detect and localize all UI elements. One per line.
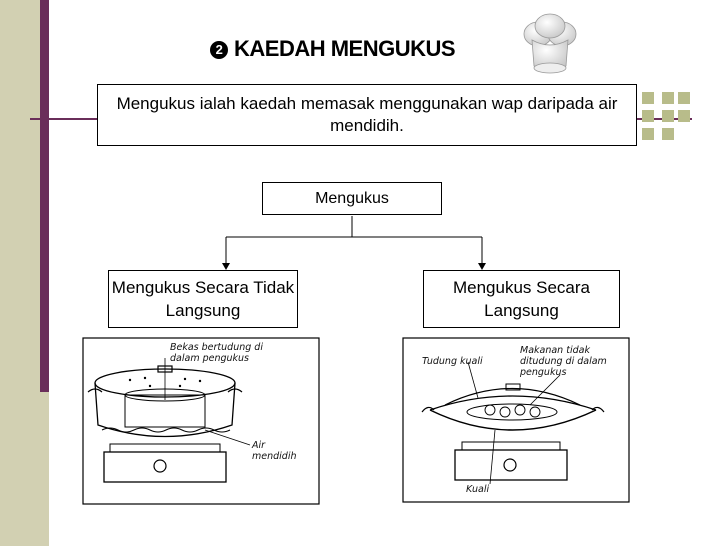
arrow-right (478, 263, 486, 270)
slide-title: 2 KAEDAH MENGUKUS (210, 36, 510, 66)
label-uncovered-food: Makanan tidak ditudung di dalam pengukus (520, 345, 607, 378)
deco-square (678, 110, 690, 122)
deco-square (642, 110, 654, 122)
arrow-left (222, 263, 230, 270)
deco-square (642, 92, 654, 104)
label-boiling-water: Air mendidih (252, 440, 297, 462)
deco-square (642, 128, 654, 140)
definition-box: Mengukus ialah kaedah memasak menggunaka… (97, 84, 637, 146)
number-two-circle-icon: 2 (210, 41, 228, 59)
slide-title-text: KAEDAH MENGUKUS (234, 36, 456, 61)
deco-square (662, 128, 674, 140)
node-direct-steaming: Mengukus Secara Langsung (423, 270, 620, 328)
chef-hat-icon (523, 13, 577, 74)
deco-square (662, 92, 674, 104)
root-node: Mengukus (262, 182, 442, 215)
node-indirect-steaming: Mengukus Secara Tidak Langsung (108, 270, 298, 328)
label-wok-lid: Tudung kuali (422, 356, 483, 367)
label-wok: Kuali (466, 484, 490, 495)
deco-square (678, 92, 690, 104)
rule-left (30, 118, 98, 120)
label-covered-container: Bekas bertudung di dalam pengukus (170, 342, 263, 364)
deco-square (662, 110, 674, 122)
side-accent-bar (40, 0, 49, 392)
side-band-bottom (0, 392, 49, 546)
